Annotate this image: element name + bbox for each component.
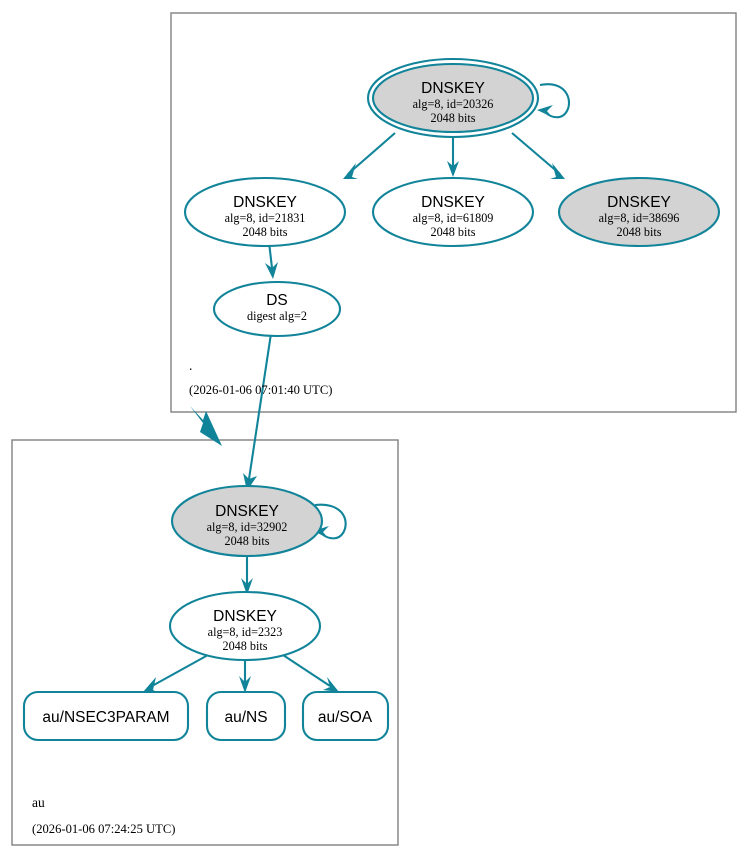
- rrset-au-ns[interactable]: au/NS: [205, 690, 287, 742]
- node-root-ksk-20326[interactable]: DNSKEY alg=8, id=20326 2048 bits: [366, 57, 540, 139]
- rrset-label: au/NS: [224, 709, 267, 726]
- node-title: DNSKEY: [421, 194, 485, 211]
- node-title: DNSKEY: [215, 503, 279, 520]
- node-digest-alg: digest alg=2: [247, 309, 307, 323]
- node-key-size: 2048 bits: [430, 111, 475, 125]
- node-alg-id: alg=8, id=61809: [413, 211, 494, 225]
- zone-name: au: [32, 795, 45, 810]
- node-key-size: 2048 bits: [242, 225, 287, 239]
- zone-timestamp: (2026-01-06 07:01:40 UTC): [189, 383, 332, 397]
- node-body: [371, 176, 535, 248]
- edge-au-ksk-to-zsk: [241, 556, 253, 595]
- node-body: [170, 484, 324, 558]
- edge-au-zsk-to-ns: [239, 658, 251, 693]
- delegation-arrow-root-to-au: [190, 406, 222, 446]
- rrset-label: au/SOA: [318, 709, 373, 726]
- node-root-dnskey-38696[interactable]: DNSKEY alg=8, id=38696 2048 bits: [557, 176, 721, 248]
- node-key-size: 2048 bits: [222, 639, 267, 653]
- node-body: [168, 590, 322, 662]
- zone-name: .: [189, 358, 192, 373]
- node-alg-id: alg=8, id=21831: [225, 211, 306, 225]
- node-alg-id: alg=8, id=32902: [207, 520, 288, 534]
- edge-au-zsk-to-soa: [282, 654, 339, 692]
- node-title: DNSKEY: [233, 194, 297, 211]
- node-body: [212, 280, 342, 338]
- rrset-box: [205, 690, 287, 742]
- node-alg-id: alg=8, id=20326: [413, 97, 494, 111]
- node-au-dnskey-2323[interactable]: DNSKEY alg=8, id=2323 2048 bits: [168, 590, 322, 662]
- node-ds-record[interactable]: DS digest alg=2: [212, 280, 342, 338]
- rrset-box: [301, 690, 390, 742]
- zone-label-root: . (2026-01-06 07:01:40 UTC): [189, 358, 332, 397]
- node-body: [183, 176, 347, 248]
- node-body: [557, 176, 721, 248]
- node-title: DNSKEY: [607, 194, 671, 211]
- node-alg-id: alg=8, id=38696: [599, 211, 680, 225]
- rrset-au-nsec3param[interactable]: au/NSEC3PARAM: [22, 690, 190, 742]
- edge-root-ksk-to-zsk-21831: [343, 132, 396, 179]
- rrset-label: au/NSEC3PARAM: [42, 709, 169, 726]
- rrset-au-soa[interactable]: au/SOA: [301, 690, 390, 742]
- zone-label-au: au (2026-01-06 07:24:25 UTC): [32, 795, 175, 836]
- node-alg-id: alg=8, id=2323: [208, 625, 283, 639]
- node-title: DNSKEY: [421, 80, 485, 97]
- edge-au-zsk-to-nsec3param: [143, 654, 209, 693]
- node-au-ksk-32902[interactable]: DNSKEY alg=8, id=32902 2048 bits: [170, 484, 324, 558]
- node-key-size: 2048 bits: [430, 225, 475, 239]
- edge-root-ksk-to-zsk-61809: [447, 137, 459, 177]
- rrset-box: [22, 690, 190, 742]
- node-body: [371, 62, 535, 134]
- edge-root-ksk-self-signature: [537, 83, 571, 119]
- node-root-dnskey-61809[interactable]: DNSKEY alg=8, id=61809 2048 bits: [371, 176, 535, 248]
- zone-timestamp: (2026-01-06 07:24:25 UTC): [32, 822, 175, 836]
- node-key-size: 2048 bits: [224, 534, 269, 548]
- edge-root-ksk-to-key-38696: [511, 132, 565, 179]
- node-root-dnskey-21831[interactable]: DNSKEY alg=8, id=21831 2048 bits: [183, 176, 347, 248]
- node-key-size: 2048 bits: [616, 225, 661, 239]
- node-title: DS: [266, 292, 288, 309]
- node-outer-ring: [366, 57, 540, 139]
- edge-au-ksk-self-signature: [313, 503, 347, 540]
- node-title: DNSKEY: [213, 608, 277, 625]
